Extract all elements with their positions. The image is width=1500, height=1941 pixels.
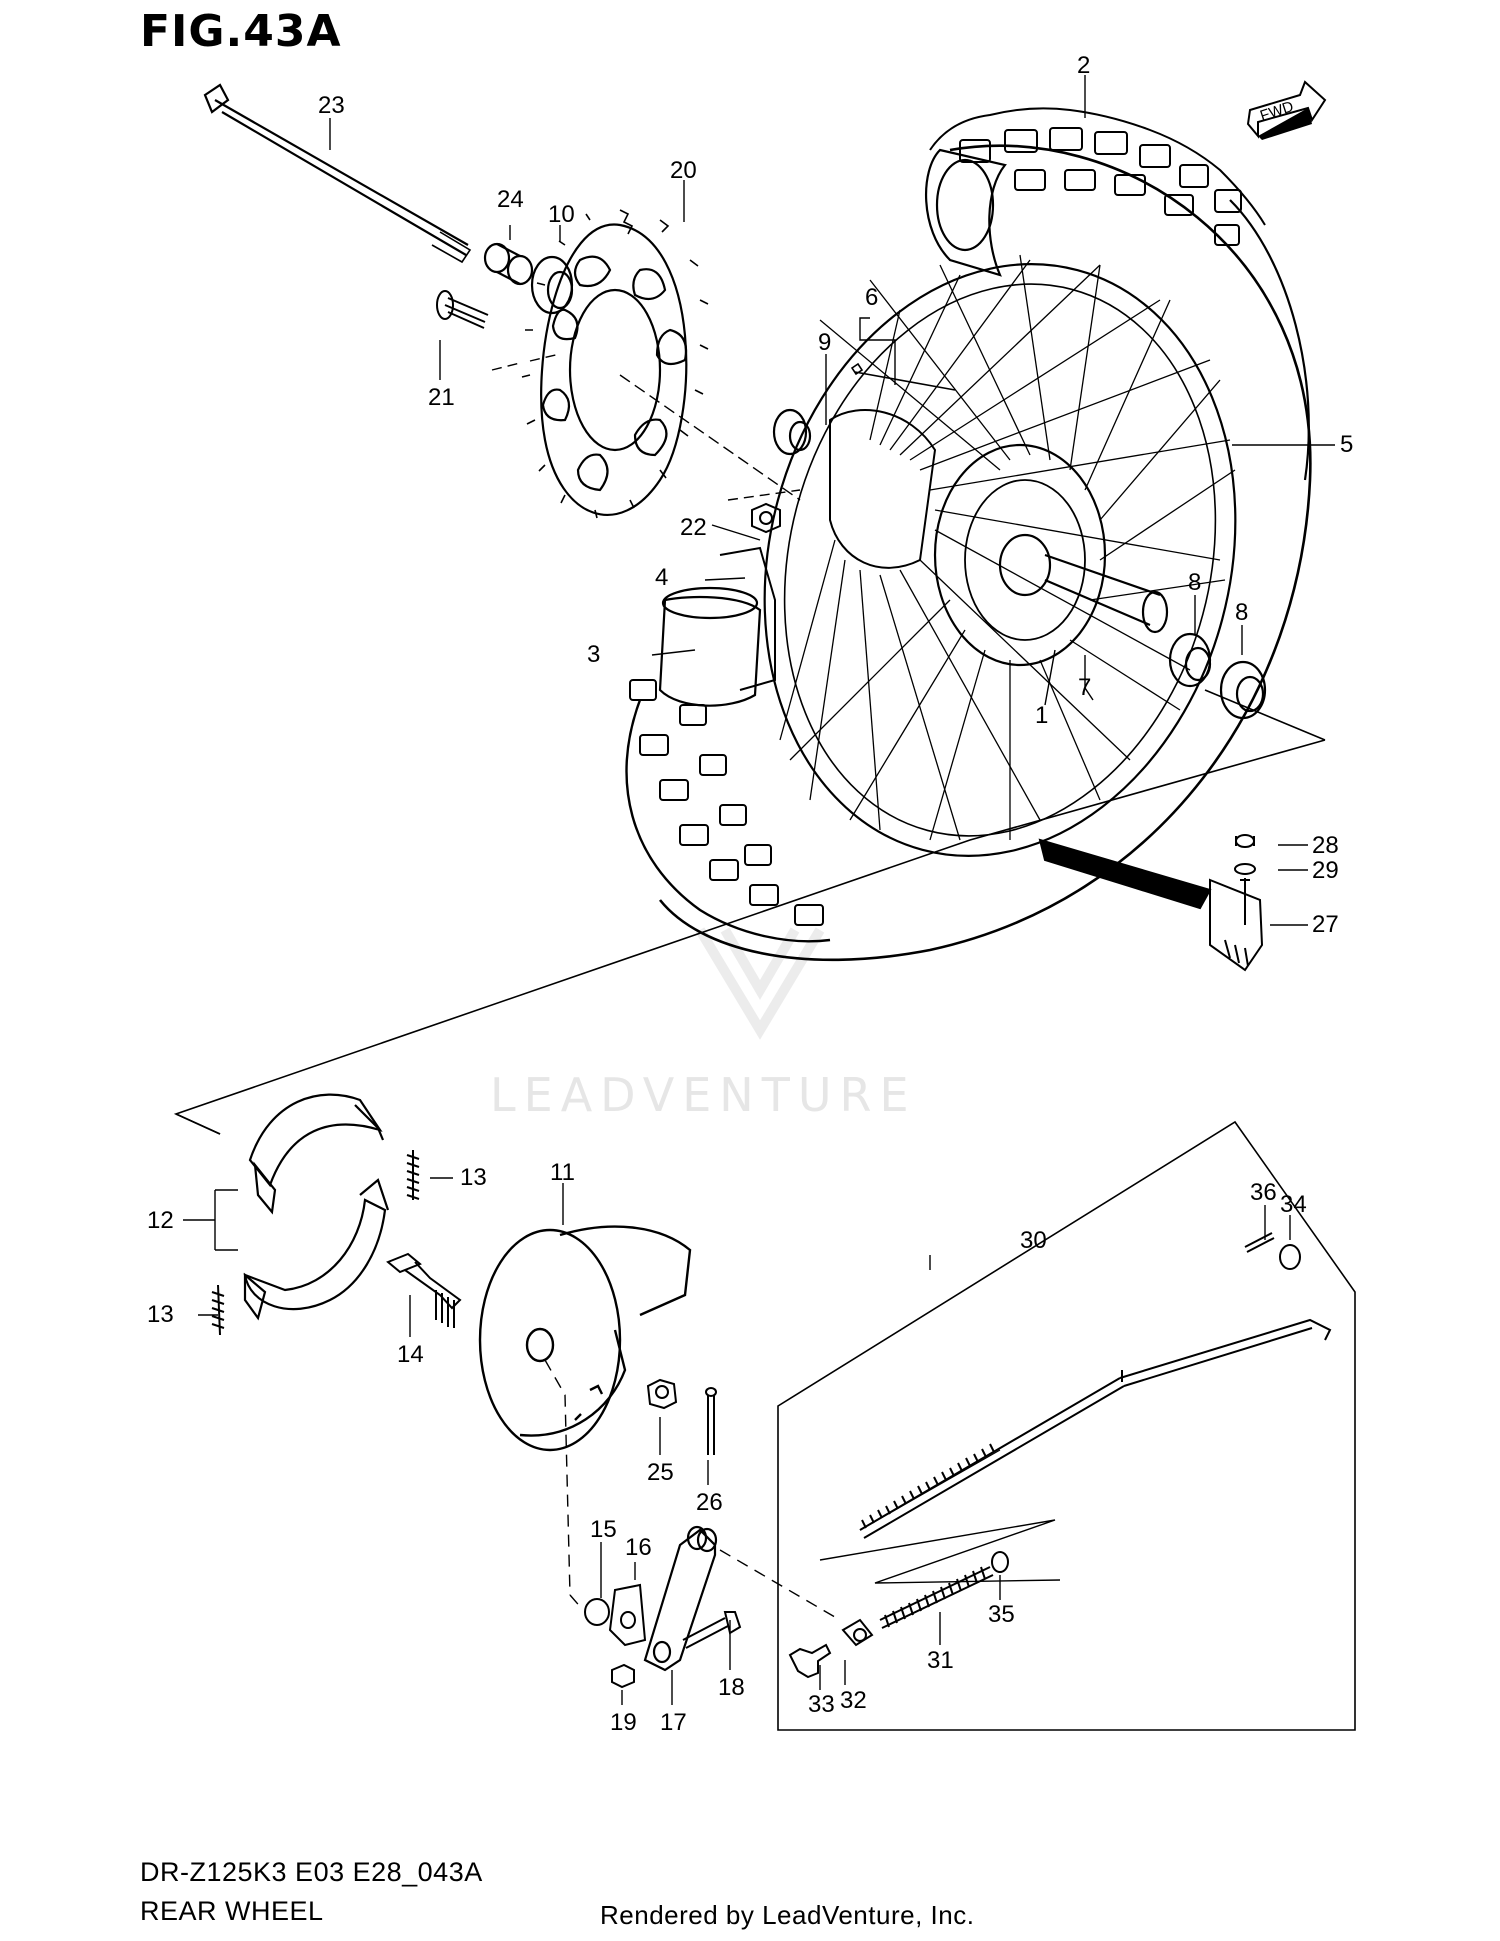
- callout-36: 36: [1250, 1179, 1277, 1206]
- watermark-text: LEADVENTURE: [490, 1068, 917, 1122]
- callout-4: 4: [655, 564, 668, 591]
- leader-lines-upper: [329, 75, 1335, 926]
- rod-joint: [841, 1618, 874, 1647]
- brake-rod-box: [777, 1120, 1356, 1731]
- brake-rod-spring: [879, 1566, 994, 1629]
- callout-10: 10: [548, 201, 575, 228]
- callout-11: 11: [550, 1159, 575, 1186]
- axle: [203, 83, 472, 264]
- wheel-bearing-inner: [1168, 632, 1212, 688]
- callout-12: 12: [147, 1207, 174, 1234]
- tire-tread-top: [929, 107, 1266, 246]
- callout-35: 35: [988, 1601, 1015, 1628]
- callout-14: 14: [397, 1341, 424, 1368]
- sprocket-nut: [751, 502, 781, 534]
- callout-29: 29: [1312, 857, 1339, 884]
- sprocket-bolt: [436, 290, 489, 329]
- callout-16: 16: [625, 1534, 652, 1561]
- tire-tread-bottom: [629, 679, 824, 926]
- callout-26: 26: [696, 1489, 723, 1516]
- spoke-set: [850, 362, 956, 391]
- callout-6: 6: [865, 284, 878, 311]
- model-code: DR-Z125K3 E03 E28_043A: [140, 1857, 483, 1887]
- callout-23: 23: [318, 92, 345, 119]
- callout-21: 21: [428, 384, 455, 411]
- rear-sprocket: [521, 209, 709, 519]
- callout-19: 19: [610, 1709, 637, 1736]
- figure-title: FIG.43A: [140, 6, 342, 57]
- callout-18: 18: [718, 1674, 745, 1701]
- shoe-spring-upper: [406, 1150, 420, 1200]
- leader-lines-lower: [183, 1177, 1291, 1705]
- brake-arm: [643, 1525, 718, 1672]
- rear-wheel-assembly: [173, 107, 1326, 1135]
- callout-1: 1: [1035, 702, 1048, 729]
- dust-seal: [530, 255, 574, 315]
- rim-lock: [1038, 834, 1264, 972]
- callout-15: 15: [590, 1516, 617, 1543]
- rendered-by-credit: Rendered by LeadVenture, Inc.: [600, 1900, 975, 1930]
- washer-35: [991, 1551, 1009, 1573]
- callout-28: 28: [1312, 832, 1339, 859]
- adjusting-nut: [788, 1643, 832, 1679]
- wheel-bearing-outer: [1219, 660, 1267, 720]
- washer-34: [1279, 1244, 1301, 1270]
- callout-5: 5: [1340, 431, 1353, 458]
- callout-8b: 8: [1235, 599, 1248, 626]
- callout-31: 31: [927, 1647, 954, 1674]
- callout-24: 24: [497, 186, 524, 213]
- assembly-name: REAR WHEEL: [140, 1896, 324, 1926]
- shoe-spring-lower: [211, 1284, 225, 1336]
- callout-32: 32: [840, 1687, 867, 1714]
- callout-22: 22: [680, 514, 707, 541]
- cotter-pin-36: [1244, 1232, 1275, 1253]
- callout-3: 3: [587, 641, 600, 668]
- callout-8a: 8: [1188, 569, 1201, 596]
- brake-arm-nut-19: [611, 1663, 635, 1689]
- brake-rod: [859, 1318, 1332, 1539]
- o-ring: [584, 1598, 610, 1626]
- spokes: [779, 254, 1236, 841]
- callout-27: 27: [1312, 911, 1339, 938]
- callout-20: 20: [670, 157, 697, 184]
- brake-shoes: [175, 1093, 390, 1321]
- cotter-pin: [705, 1387, 717, 1455]
- callout-25: 25: [647, 1459, 674, 1486]
- brake-camshaft: [386, 1252, 462, 1328]
- brake-arm-bolt: [682, 1611, 742, 1649]
- fwd-arrow-icon: FWD: [1246, 80, 1327, 140]
- brake-panel: [478, 1225, 692, 1452]
- callout-17: 17: [660, 1709, 687, 1736]
- callout-labels: 1 2 3 4 5 6 7 8 8 9 10 11 12 13 13 14 15…: [147, 52, 1353, 1736]
- break-lines: [819, 1519, 1061, 1584]
- brake-arm-nut: [646, 1378, 678, 1410]
- callout-2: 2: [1077, 52, 1090, 79]
- callout-33: 33: [808, 1691, 835, 1718]
- bearing-9: [772, 408, 812, 456]
- callout-34: 34: [1280, 1191, 1307, 1218]
- watermark-logo: [695, 927, 825, 1040]
- spacer: [483, 242, 534, 286]
- callout-13b: 13: [147, 1301, 174, 1328]
- callout-13a: 13: [460, 1164, 487, 1191]
- callout-9: 9: [818, 329, 831, 356]
- callout-30: 30: [1020, 1227, 1047, 1254]
- callout-7: 7: [1078, 674, 1091, 701]
- wear-indicator-plate: [608, 1583, 647, 1647]
